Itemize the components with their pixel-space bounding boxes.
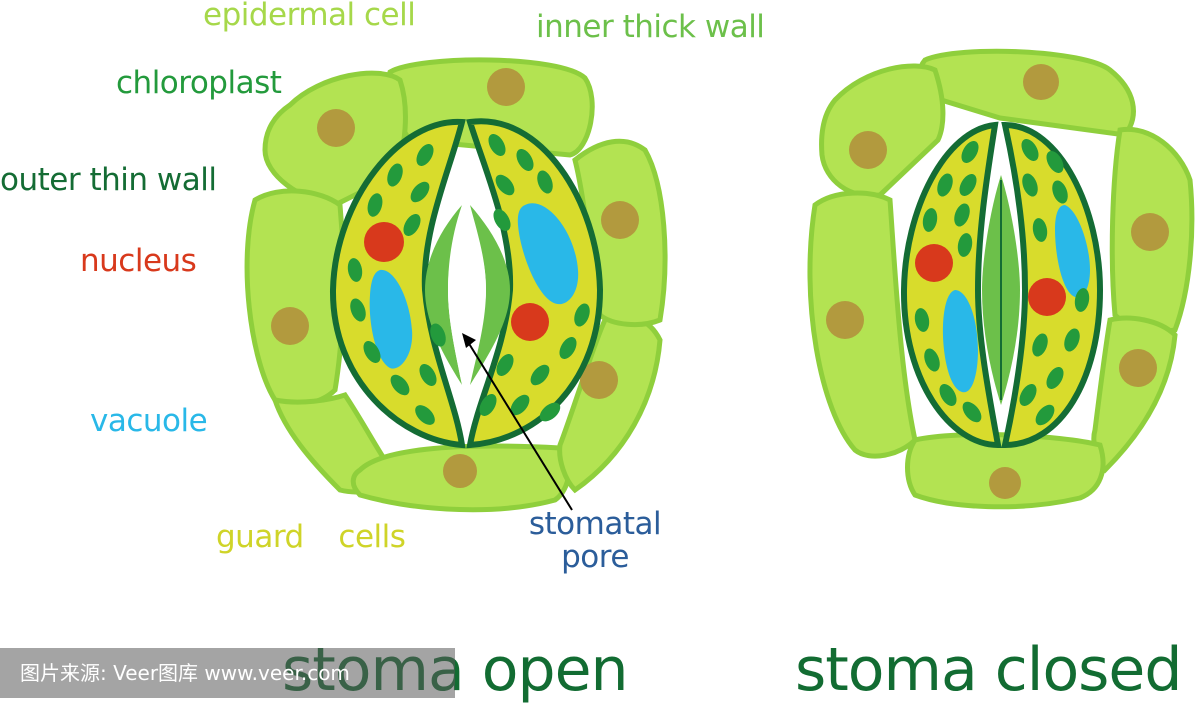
vacuole: [517, 203, 579, 305]
stomatal-pore: [448, 205, 486, 385]
chloroplast: [1064, 328, 1080, 352]
label-outer-thin-wall: outer thin wall: [0, 162, 217, 198]
chloroplast: [1032, 333, 1048, 357]
chloroplast: [510, 394, 530, 416]
chloroplast: [924, 348, 940, 372]
label-vacuole: vacuole: [90, 403, 208, 439]
chloroplast: [539, 402, 561, 422]
chloroplast: [937, 173, 953, 197]
chloroplast: [367, 193, 383, 217]
chloroplast: [410, 181, 430, 203]
chloroplast: [403, 214, 421, 236]
chloroplast: [516, 149, 534, 171]
chloroplast: [574, 303, 590, 327]
chloroplast: [1052, 180, 1068, 204]
epidermal-nucleus: [271, 307, 309, 345]
nucleus: [1028, 278, 1066, 316]
chloroplast: [530, 364, 550, 386]
chloroplast: [922, 208, 938, 232]
chloroplast: [954, 203, 970, 227]
chloroplast: [363, 341, 381, 363]
chloroplasts: [914, 141, 982, 423]
nucleus: [364, 222, 404, 262]
chloroplast: [1022, 173, 1038, 197]
chloroplast: [350, 298, 366, 322]
stoma-closed: [807, 48, 1195, 510]
label-inner-thick-wall: inner thick wall: [536, 9, 765, 45]
epidermal-cell: [557, 313, 663, 494]
chloroplast: [495, 174, 515, 196]
chloroplast: [1021, 139, 1039, 161]
nucleus: [511, 303, 549, 341]
label-stomatal-pore: stomatal pore: [528, 506, 662, 575]
chloroplast: [537, 170, 553, 194]
epidermal-nuclei-open: [271, 68, 639, 488]
label-nucleus: nucleus: [80, 243, 197, 279]
epidermal-nucleus: [826, 301, 864, 339]
chloroplast: [496, 354, 514, 376]
chloroplast: [1019, 384, 1037, 406]
chloroplast: [1046, 151, 1064, 173]
pore-pointer-arrow: [462, 333, 573, 511]
chloroplast: [962, 401, 982, 423]
chloroplast: [961, 141, 979, 163]
chloroplast: [387, 163, 403, 187]
inner-thick-wall: [425, 205, 462, 385]
epidermal-nucleus: [487, 68, 525, 106]
chloroplast: [488, 134, 506, 156]
watermark-banner: 图片来源: Veer图库 www.veer.com: [0, 648, 455, 698]
epidermal-cell: [917, 48, 1136, 138]
chloroplast: [347, 258, 363, 282]
guard-cell-right-closed: [1001, 121, 1104, 449]
chloroplast: [1046, 367, 1064, 389]
epidermal-nucleus: [580, 361, 618, 399]
chloroplast: [430, 323, 446, 347]
guard-cell-left-open: [329, 118, 466, 449]
title-stoma-closed: stoma closed: [795, 635, 1182, 705]
chloroplast: [914, 308, 930, 332]
epidermal-cell: [819, 63, 946, 199]
vacuole: [1055, 205, 1090, 298]
epidermal-nucleus: [989, 467, 1021, 499]
chloroplast: [419, 364, 437, 386]
chloroplast: [1074, 288, 1090, 312]
chloroplast: [959, 174, 977, 196]
chloroplast: [559, 337, 577, 359]
chloroplast: [1035, 404, 1055, 426]
label-guard-cells: guard cells: [216, 519, 406, 555]
chloroplast: [479, 394, 497, 416]
vacuole: [369, 269, 413, 369]
inner-thick-wall: [470, 205, 510, 385]
epidermal-nucleus: [443, 454, 477, 488]
chloroplast: [416, 144, 434, 166]
epidermal-nucleus: [601, 201, 639, 239]
chloroplast: [415, 405, 435, 425]
chloroplast: [390, 374, 410, 396]
chloroplast: [957, 233, 973, 257]
epidermal-cell: [1091, 315, 1178, 474]
chloroplast: [939, 384, 957, 406]
epidermal-nucleus: [849, 131, 887, 169]
epidermal-nucleus: [1119, 349, 1157, 387]
label-chloroplast: chloroplast: [116, 65, 282, 101]
vacuole: [942, 290, 978, 393]
epidermal-nucleus: [317, 109, 355, 147]
epidermal-nucleus: [1023, 64, 1059, 100]
guard-cell-left-closed: [900, 121, 1002, 449]
nucleus: [915, 244, 953, 282]
epidermal-cell: [244, 188, 346, 408]
epidermal-nuclei-closed: [826, 64, 1169, 499]
chloroplasts: [479, 134, 590, 422]
guard-cell-right-open: [466, 118, 604, 449]
stoma-open: [244, 57, 668, 513]
chloroplast: [1032, 218, 1048, 242]
epidermal-nucleus: [1131, 213, 1169, 251]
chloroplast: [493, 209, 511, 231]
label-epidermal-cell: epidermal cell: [203, 0, 416, 33]
chloroplasts: [347, 144, 446, 425]
chloroplasts: [1019, 139, 1090, 426]
